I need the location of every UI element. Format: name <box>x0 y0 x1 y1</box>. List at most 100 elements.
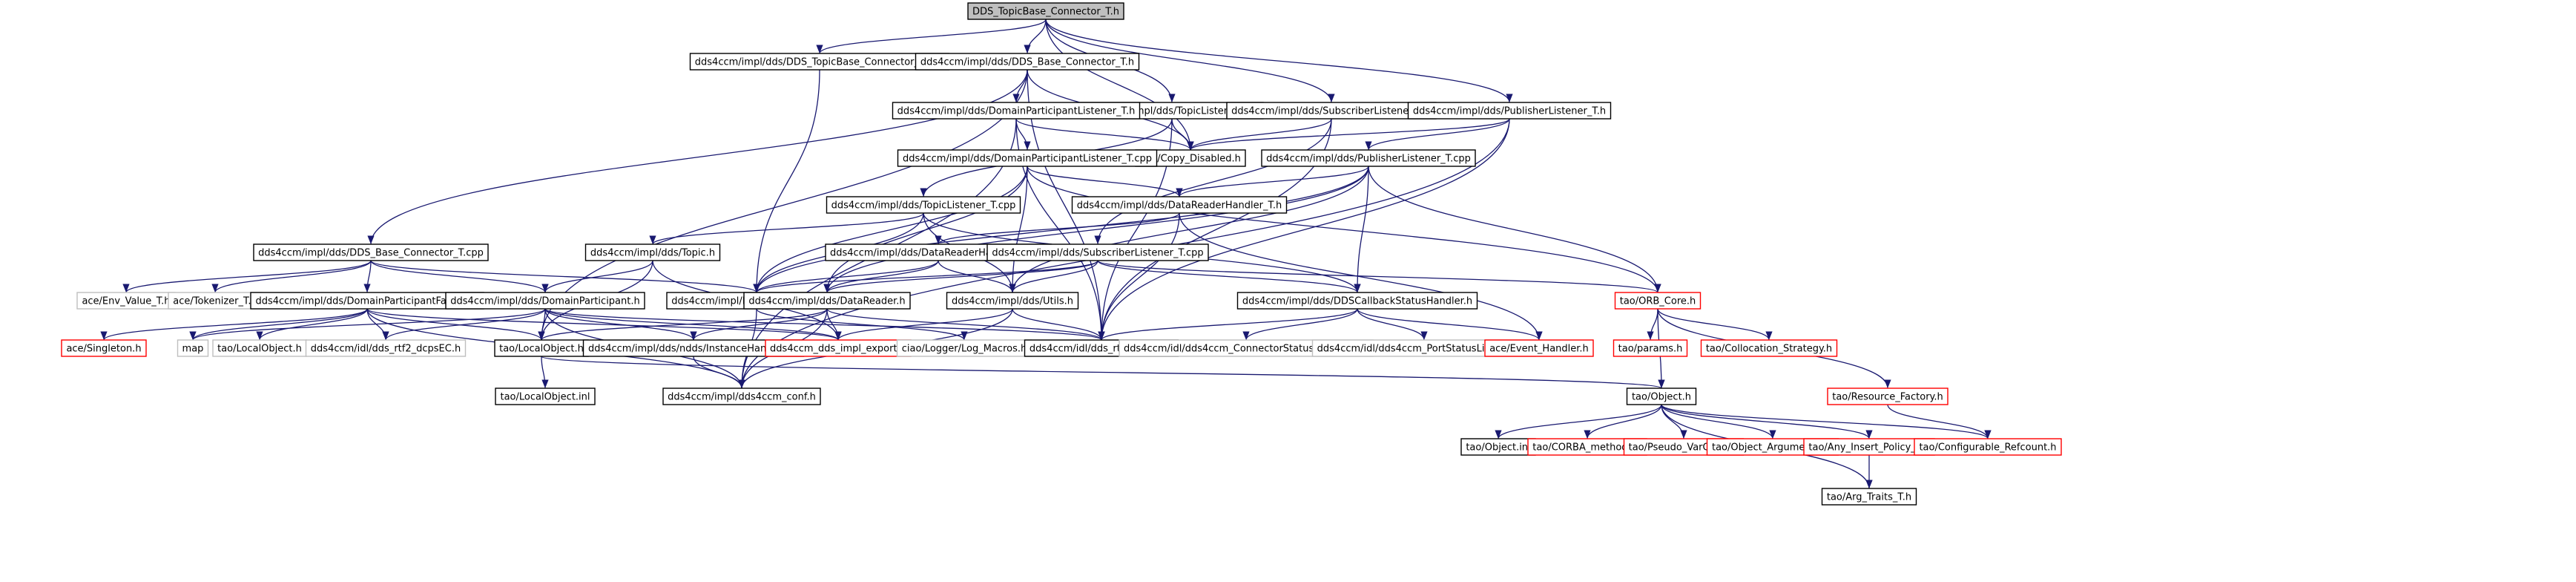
node-resf[interactable]: tao/Resource_Factory.h <box>1827 388 1949 405</box>
node-single[interactable]: ace/Singleton.h <box>61 339 147 357</box>
edge-dpl-cpp-to-dr <box>823 166 1028 293</box>
node-obj[interactable]: tao/Object.h <box>1626 388 1697 405</box>
edge-sl-cpp-to-dr <box>823 260 1098 293</box>
edge-dr-to-lo <box>538 308 828 341</box>
node-exp[interactable]: dds4ccm_dds_impl_export.h <box>765 339 912 357</box>
node-dcsh[interactable]: dds4ccm/impl/dds/DDSCallbackStatusHandle… <box>1236 292 1478 310</box>
edge-dpf-to-map <box>189 308 368 341</box>
node-map[interactable]: map <box>177 339 209 357</box>
node-pl-h[interactable]: dds4ccm/impl/dds/PublisherListener_T.h <box>1407 102 1612 120</box>
node-box <box>495 388 596 405</box>
node-box <box>1626 388 1697 405</box>
node-params[interactable]: tao/params.h <box>1613 339 1688 357</box>
node-label: ace/Event_Handler.h <box>1489 344 1589 355</box>
node-cslc[interactable]: dds4ccm/idl/dds4ccm_ConnectorStatusListe… <box>1119 339 1374 357</box>
edge-bc-cpp-to-env <box>122 260 372 293</box>
node-dcpsec[interactable]: dds4ccm/idl/dds_rtf2_dcpsEC.h <box>305 339 467 357</box>
node-corba[interactable]: tao/CORBA_methods.h <box>1527 438 1647 456</box>
node-sl-cpp[interactable]: dds4ccm/impl/dds/SubscriberListener_T.cp… <box>986 243 1209 261</box>
node-tok[interactable]: ace/Tokenizer_T.h <box>168 292 263 310</box>
node-env[interactable]: ace/Env_Value_T.h <box>76 292 176 310</box>
edge-dp-to-ndds <box>544 308 697 341</box>
edge-obj-to-oa <box>1661 404 1776 439</box>
node-root[interactable]: DDS_TopicBase_Connector_T.h <box>967 2 1124 20</box>
edge-pl-cpp-to-utils <box>1009 166 1369 293</box>
edge-lo-to-obj <box>541 356 1664 389</box>
node-label: dds4ccm/impl/dds/PublisherListener_T.cpp <box>1266 154 1471 165</box>
node-pl-cpp[interactable]: dds4ccm/impl/dds/PublisherListener_T.cpp <box>1261 149 1476 167</box>
node-tbc-cpp[interactable]: dds4ccm/impl/dds/DDS_TopicBase_Connector… <box>689 53 950 71</box>
node-dpf[interactable]: dds4ccm/impl/dds/DomainParticipantFactor… <box>250 292 484 310</box>
node-topic[interactable]: dds4ccm/impl/dds/Topic.h <box>584 243 721 261</box>
node-sl-h[interactable]: dds4ccm/impl/dds/SubscriberListener_T.h <box>1226 102 1437 120</box>
node-label: tao/Object_Argument_T.h <box>1712 442 1834 454</box>
node-box <box>305 339 467 357</box>
edge-bc-cpp-to-dp <box>370 260 549 293</box>
node-conf[interactable]: dds4ccm/impl/dds4ccm_conf.h <box>662 388 821 405</box>
node-evh[interactable]: ace/Event_Handler.h <box>1484 339 1594 357</box>
node-ndds[interactable]: dds4ccm/impl/dds/ndds/InstanceHandle_t.h <box>582 339 805 357</box>
node-label: tao/Collocation_Strategy.h <box>1706 344 1832 355</box>
node-label: tao/Configurable_Refcount.h <box>1919 442 2056 454</box>
node-box <box>1700 339 1838 357</box>
node-dp[interactable]: dds4ccm/impl/dds/DomainParticipant.h <box>445 292 645 310</box>
node-label: ace/Singleton.h <box>66 344 141 355</box>
node-copy[interactable]: ace/Copy_Disabled.h <box>1135 149 1246 167</box>
edge-lo-to-lo-inl <box>541 356 549 389</box>
node-cref[interactable]: tao/Configurable_Refcount.h <box>1914 438 2062 456</box>
node-dpl-h[interactable]: dds4ccm/impl/dds/DomainParticipantListen… <box>892 102 1141 120</box>
node-dr[interactable]: dds4ccm/impl/dds/DataReader.h <box>743 292 911 310</box>
node-pslc[interactable]: dds4ccm/idl/dds4ccm_PortStatusListenerC.… <box>1311 339 1537 357</box>
edge-pl-h-to-pl-cpp <box>1365 118 1510 151</box>
edge-dpf-to-tlo <box>256 308 368 341</box>
node-label: tao/Any_Insert_Policy_T.h <box>1808 442 1929 454</box>
node-tl-cpp[interactable]: dds4ccm/impl/dds/TopicListener_T.cpp <box>826 196 1021 214</box>
node-utils[interactable]: dds4ccm/impl/dds/Utils.h <box>946 292 1079 310</box>
node-aip[interactable]: tao/Any_Insert_Policy_T.h <box>1803 438 1935 456</box>
node-box <box>1484 339 1594 357</box>
node-box <box>662 388 821 405</box>
node-box <box>1613 339 1688 357</box>
node-label: dds4ccm/impl/dds/DomainParticipantFactor… <box>255 296 478 307</box>
edge-orb-to-colls <box>1657 308 1773 341</box>
node-drh-h[interactable]: dds4ccm/impl/dds/DataReaderHandler_T.h <box>1071 196 1288 214</box>
node-argt[interactable]: tao/Arg_Traits_T.h <box>1821 488 1917 506</box>
node-colls[interactable]: tao/Collocation_Strategy.h <box>1700 339 1838 357</box>
node-ciao[interactable]: ciao/Logger/Log_Macros.h <box>896 339 1032 357</box>
node-label: dds4ccm/impl/dds/DomainParticipantListen… <box>903 154 1152 165</box>
node-label: tao/LocalObject.h <box>499 344 584 355</box>
node-label: dds4ccm/impl/dds/DomainParticipant.h <box>450 296 639 307</box>
edge-dp-to-dcpsc <box>544 308 1105 341</box>
node-label: dds4ccm/impl/dds/Utils.h <box>952 296 1073 307</box>
node-label: dds4ccm_dds_impl_export.h <box>770 344 906 355</box>
node-label: dds4ccm/impl/dds/DataReader.h <box>748 296 905 307</box>
edge-dcsh-to-cslc <box>1242 308 1358 341</box>
node-tlo[interactable]: tao/LocalObject.h <box>212 339 307 357</box>
node-box <box>253 243 489 261</box>
node-bc-cpp[interactable]: dds4ccm/impl/dds/DDS_Base_Connector_T.cp… <box>253 243 489 261</box>
node-orb[interactable]: tao/ORB_Core.h <box>1614 292 1702 310</box>
edge-drh-h-to-evh <box>1179 212 1543 341</box>
node-label: dds4ccm/impl/dds/SubscriberListener_T.cp… <box>992 248 1203 259</box>
edge-dpl-cpp-to-drh-h <box>1027 166 1183 197</box>
node-label: dds4ccm/idl/dds_rtf2_dcpsEC.h <box>311 344 461 355</box>
edge-ndds-to-conf <box>693 356 745 389</box>
node-dpl-cpp[interactable]: dds4ccm/impl/dds/DomainParticipantListen… <box>897 149 1158 167</box>
node-obj-inl[interactable]: tao/Object.inl <box>1460 438 1536 456</box>
node-bc-h[interactable]: dds4ccm/impl/dds/DDS_Base_Connector_T.h <box>915 53 1140 71</box>
node-lo[interactable]: tao/LocalObject.h <box>494 339 589 357</box>
node-label: dds4ccm/impl/dds/DDS_Base_Connector_T.h <box>920 57 1134 68</box>
node-label: dds4ccm/idl/dds4ccm_ConnectorStatusListe… <box>1124 344 1368 355</box>
edge-resf-to-cref <box>1887 404 1992 439</box>
edge-drh-cpp-to-dr <box>823 260 939 293</box>
node-box <box>1261 149 1476 167</box>
edge-root-to-bc-h <box>1024 19 1047 54</box>
node-box <box>946 292 1079 310</box>
node-lo-inl[interactable]: tao/LocalObject.inl <box>495 388 596 405</box>
node-label: ciao/Logger/Log_Macros.h <box>902 344 1027 355</box>
node-box <box>967 2 1124 20</box>
edge-orb-to-params <box>1647 308 1658 341</box>
edge-dcsh-to-evh <box>1357 308 1543 341</box>
node-box <box>826 196 1021 214</box>
